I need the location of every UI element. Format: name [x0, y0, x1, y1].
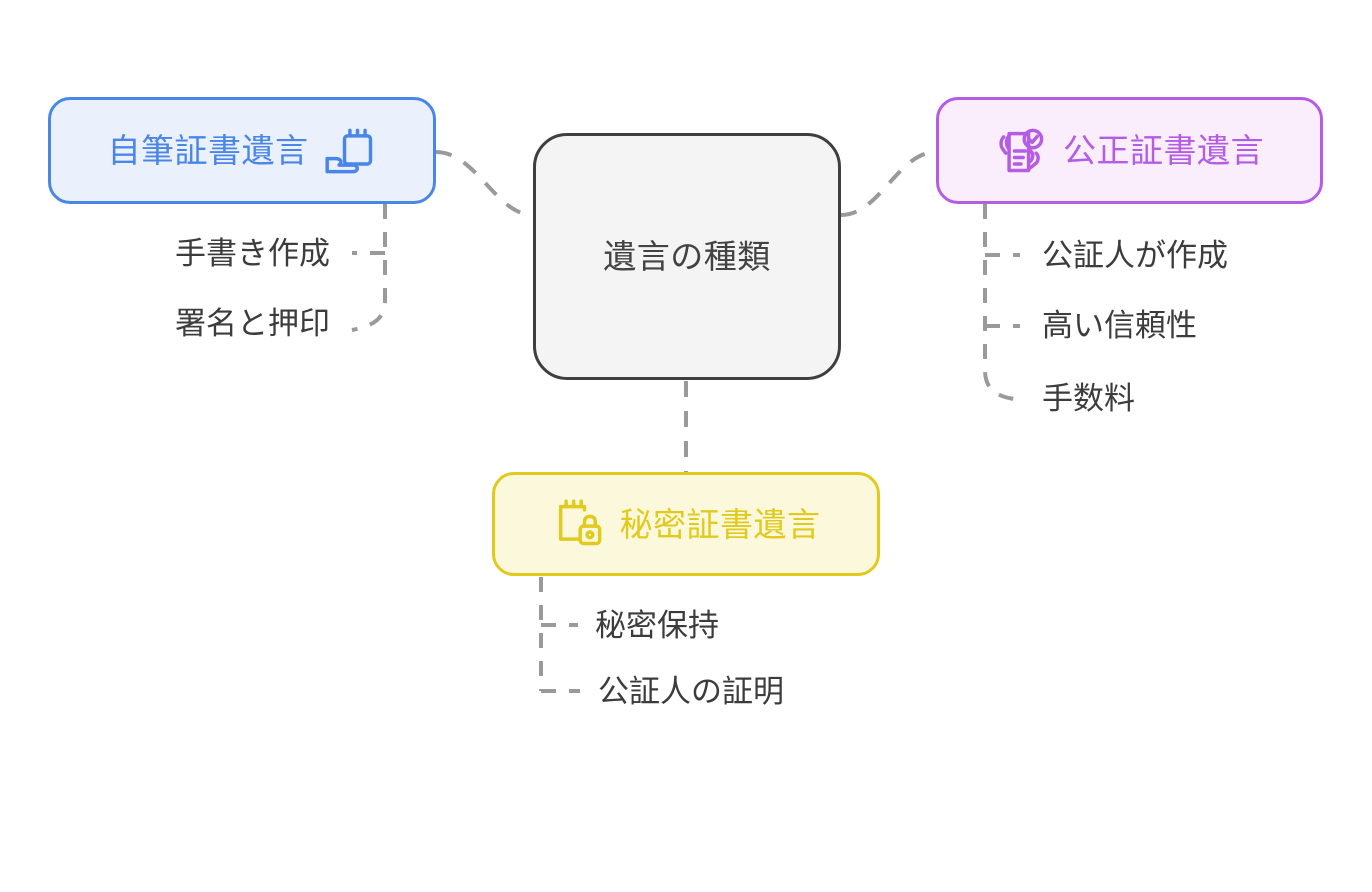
- spine-holograph: [351, 204, 387, 332]
- leaf-holograph-2: 署名と押印: [175, 306, 330, 341]
- edge-root-to-notarial: [840, 150, 937, 217]
- root-node-label: 遺言の種類: [603, 238, 771, 275]
- leaf-notarial-2: 高い信頼性: [1042, 308, 1197, 343]
- notepad-lock-icon: [558, 499, 601, 546]
- root-node[interactable]: 遺言の種類: [533, 133, 841, 380]
- edge-root-to-holograph: [435, 150, 534, 217]
- branch-node-holograph[interactable]: 自筆証書遺言: [48, 97, 436, 204]
- leaf-secret-1: 秘密保持: [595, 608, 719, 643]
- branch-node-holograph-label: 自筆証書遺言: [107, 132, 309, 169]
- branch-node-secret[interactable]: 秘密証書遺言: [492, 472, 880, 576]
- document-verified-hands-icon: [999, 128, 1044, 172]
- branch-node-notarial[interactable]: 公正証書遺言: [936, 97, 1323, 204]
- leaf-notarial-3: 手数料: [1042, 381, 1135, 416]
- branch-node-secret-label: 秘密証書遺言: [619, 505, 821, 543]
- leaf-holograph-1: 手書き作成: [175, 236, 330, 271]
- notepad-pen-icon: [324, 128, 372, 173]
- spine-notarial: [983, 204, 1023, 402]
- leaf-secret-2: 公証人の証明: [598, 674, 784, 709]
- branch-node-notarial-label: 公正証書遺言: [1063, 132, 1264, 169]
- leaf-notarial-1: 公証人が作成: [1042, 238, 1228, 273]
